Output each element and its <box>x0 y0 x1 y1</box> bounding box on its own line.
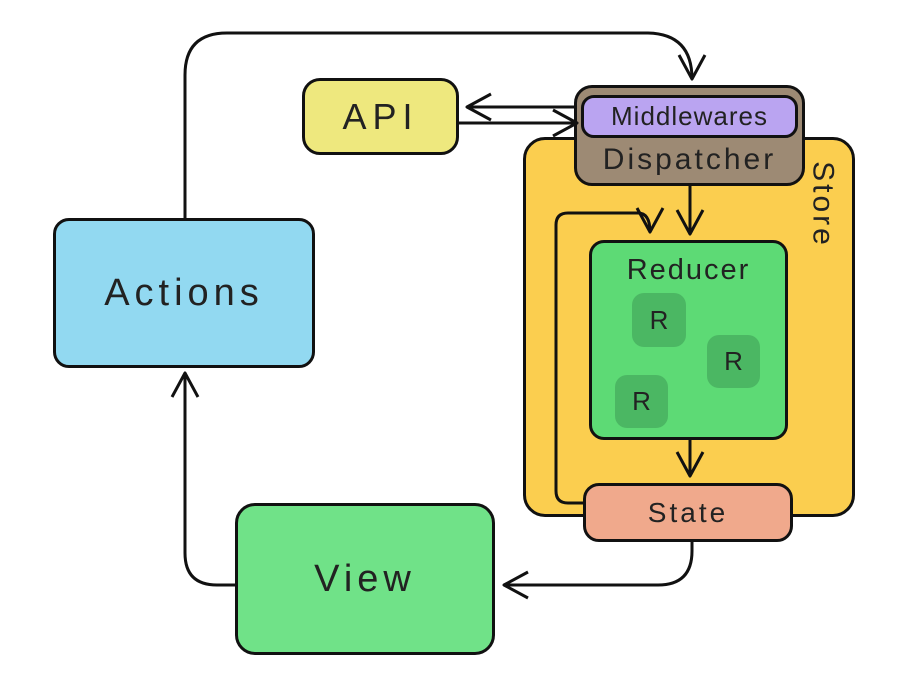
store-label: Store <box>807 161 840 248</box>
middlewares-node: Middlewares <box>581 95 798 138</box>
view-label: View <box>314 557 416 600</box>
reducer-label: Reducer <box>626 253 751 286</box>
reducer-chip: R <box>632 293 686 347</box>
actions-label: Actions <box>104 271 264 314</box>
reducer-chip: R <box>707 335 760 388</box>
api-label: API <box>342 95 419 137</box>
middlewares-label: Middlewares <box>611 101 768 131</box>
actions-node: Actions <box>53 218 315 368</box>
reducer-node: Reducer R R R <box>589 240 788 440</box>
edge-state-to-view <box>502 542 694 600</box>
dispatcher-node: Middlewares Dispatcher <box>574 85 805 186</box>
api-node: API <box>302 78 459 155</box>
view-node: View <box>235 503 495 655</box>
state-label: State <box>647 496 729 528</box>
state-node: State <box>583 483 793 542</box>
dispatcher-label: Dispatcher <box>602 143 777 176</box>
reducer-chip: R <box>615 375 668 428</box>
edge-view-to-actions <box>170 371 235 587</box>
